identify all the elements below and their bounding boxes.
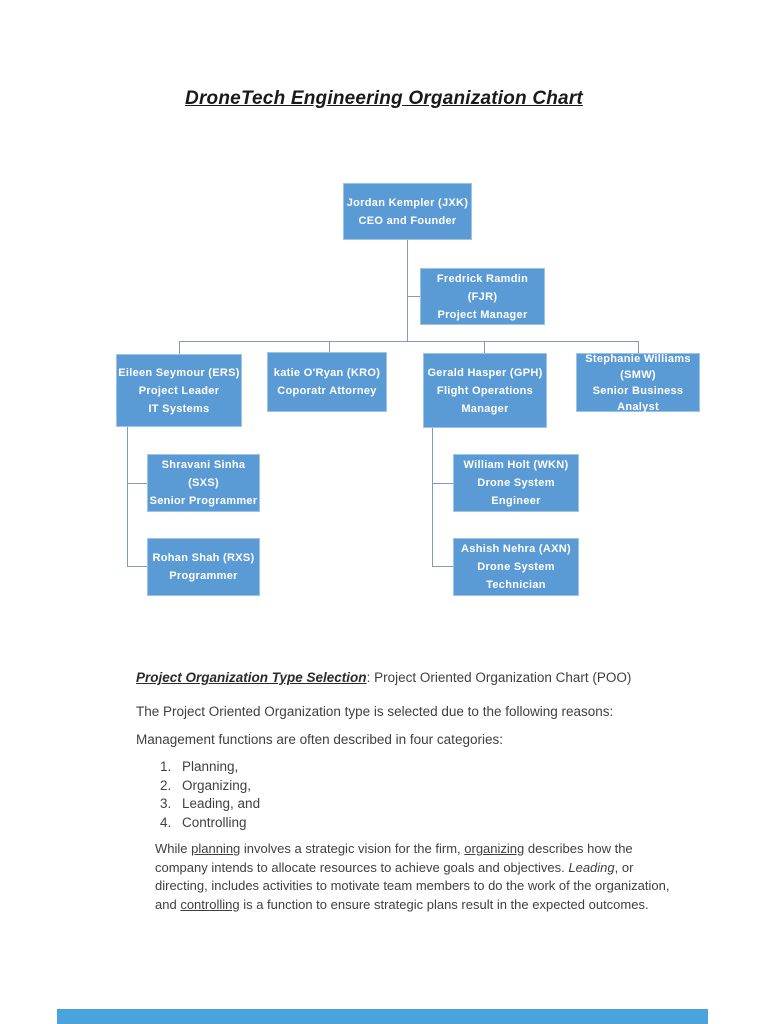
org-node-business-analyst: Stephanie Williams (SMW) Senior Business… [576,352,700,413]
org-node-title: Senior Business Analyst [592,384,684,413]
list-item: 2. Organizing, [160,777,260,796]
org-node-title: Manager [461,402,509,415]
section-heading-emphasis: Project Organization Type Selection [136,670,367,685]
categories-lead-paragraph: Management functions are often described… [136,732,503,747]
org-node-name: Jordan Kempler (JXK) [346,196,469,209]
list-item: 3. Leading, and [160,795,260,814]
connector-eileen-spine [127,427,128,567]
org-node-title: Drone System Engineer [477,477,555,507]
list-item: 4. Controlling [160,814,260,833]
list-item: 1. Planning, [160,758,260,777]
org-node-name: Eileen Seymour (ERS) [118,366,240,379]
categories-list: 1. Planning, 2. Organizing, 3. Leading, … [160,758,260,832]
list-item-label: Planning, [182,759,239,774]
page-title: DroneTech Engineering Organization Chart [185,88,583,109]
next-page-preview-bar [57,1009,708,1024]
org-node-name: Gerald Hasper (GPH) [427,366,543,379]
org-node-corporate-attorney: katie O'Ryan (KRO) Coporatr Attorney [267,352,387,412]
paragraph-segment: , or directing, includes activities to m… [155,859,670,912]
list-item-label: Organizing, [182,777,252,793]
connector-drop-stephanie [638,341,639,353]
org-node-flight-ops-manager: Gerald Hasper (GPH) Flight Operations Ma… [423,353,547,428]
list-item-number: 4. [160,814,172,830]
connector-drop-eileen [179,341,180,354]
connector-william-stub [432,483,453,484]
org-node-drone-engineer: William Holt (WKN) Drone System Engineer [453,454,579,512]
paragraph-segment-underlined: organizing [464,841,525,856]
org-node-dept: IT Systems [148,402,210,415]
org-node-ceo: Jordan Kempler (JXK) CEO and Founder [343,183,472,240]
list-item-number: 2. [160,777,172,793]
section-heading-rest: : Project Oriented Organization Chart (P… [366,670,632,685]
org-node-title: Programmer [169,570,238,582]
org-node-name: Shravani Sinha (SXS) [161,459,246,489]
paragraph-segment: describes how the company intends to all… [155,841,633,875]
list-item-label: Leading, and [182,796,261,811]
org-node-title: Senior Programmer [149,495,258,507]
paragraph-segment-underlined: planning [191,841,241,856]
connector-drop-katie [329,341,330,352]
connector-ceo-down [407,240,408,341]
org-node-name: (SMW) [620,368,656,381]
org-node-title: Project Manager [437,308,528,321]
org-node-title: Drone System Technician [477,561,555,591]
intro-paragraph: The Project Oriented Organization type i… [136,704,614,719]
connector-main-rail [179,341,638,342]
org-node-project-leader: Eileen Seymour (ERS) Project Leader IT S… [116,354,242,427]
paragraph-segment-underlined: controlling [180,896,240,912]
paragraph-segment: involves a strategic vision for the firm… [240,841,465,856]
connector-shravani-stub [127,483,147,484]
body-paragraph: While planning involves a strategic visi… [155,840,682,914]
section-heading: Project Organization Type Selection: Pro… [136,670,696,685]
org-node-name: Stephanie Williams [585,352,691,365]
org-node-drone-technician: Ashish Nehra (AXN) Drone System Technici… [453,538,579,596]
org-node-name: William Holt (WKN) [463,459,569,471]
connector-ashish-stub [432,566,453,567]
org-node-title: Flight Operations [436,384,534,397]
org-node-project-manager: Fredrick Ramdin (FJR) Project Manager [420,268,545,325]
org-node-title: CEO and Founder [358,214,457,227]
paragraph-segment: While [155,841,192,856]
connector-rohan-stub [127,566,147,567]
paragraph-segment: is a function to ensure strategic plans … [239,896,649,912]
org-node-programmer: Rohan Shah (RXS) Programmer [147,538,260,596]
list-item-label: Controlling [182,814,247,830]
connector-pm-stub [407,296,420,297]
org-node-name: Ashish Nehra (AXN) [461,543,571,555]
org-node-name: katie O'Ryan (KRO) [273,367,381,379]
org-node-title: Project Leader [138,384,220,397]
connector-gerald-spine [432,428,433,567]
org-node-name: Rohan Shah (RXS) [152,552,255,564]
paragraph-segment-italic: Leading [568,859,615,875]
org-node-senior-programmer: Shravani Sinha (SXS) Senior Programmer [147,454,260,512]
connector-drop-gerald [484,341,485,353]
org-node-title: Coporatr Attorney [277,385,377,397]
list-item-number: 3. [160,796,172,811]
list-item-number: 1. [160,759,172,774]
org-node-name: Fredrick Ramdin (FJR) [436,272,529,303]
